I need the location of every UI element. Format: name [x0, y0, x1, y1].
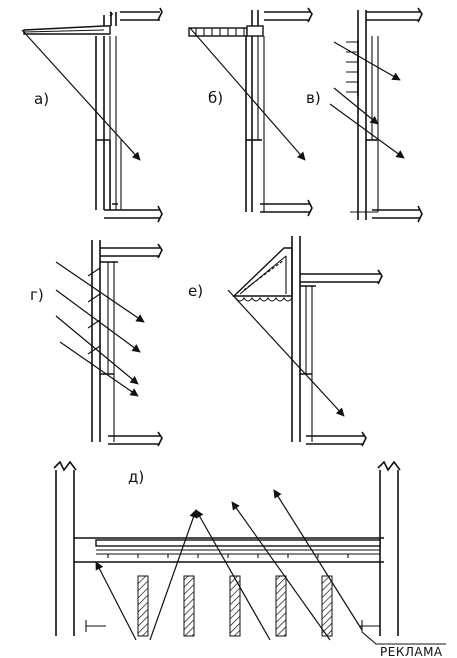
sun-ray-d-2: [149, 509, 198, 641]
canopy-beam-d: [95, 539, 381, 547]
panel-b: б): [188, 7, 313, 217]
sun-ray-g-1: [55, 261, 145, 323]
triangle-canopy-e: [232, 247, 293, 297]
sun-ray-d-5: [273, 489, 363, 631]
panel-a: а): [21, 7, 163, 223]
label-a: а): [34, 90, 49, 108]
sun-ray-e: [227, 289, 345, 417]
sun-ray-g-2: [55, 289, 141, 353]
sun-ray-d-4: [231, 501, 331, 641]
label-g: г): [30, 286, 44, 304]
sun-ray-b: [189, 27, 306, 161]
angled-fins-g: [87, 267, 101, 355]
panel-d: д) РЕКЛАМА: [53, 460, 446, 658]
panel-g: г): [30, 240, 163, 447]
panel-e: е): [188, 236, 383, 447]
label-v: в): [306, 89, 321, 107]
sun-ray-g-3: [55, 315, 139, 385]
label-d: д): [128, 468, 144, 486]
sun-ray-a: [21, 29, 141, 161]
louvre-canopy-b: [188, 27, 248, 37]
sun-ray-v-2: [333, 87, 379, 125]
vertical-blades-d: [137, 575, 333, 637]
label-advertising: РЕКЛАМА: [380, 645, 443, 658]
label-b: б): [208, 89, 223, 107]
sun-ray-d-3: [195, 509, 271, 641]
sun-ray-g-4: [59, 341, 139, 397]
sun-ray-v-3: [329, 103, 405, 159]
sun-ray-d-1: [95, 561, 137, 641]
label-e: е): [188, 282, 203, 300]
vertical-fins-v: [346, 40, 359, 96]
sun-ray-v-1: [333, 41, 401, 81]
panel-v: в): [306, 7, 423, 223]
